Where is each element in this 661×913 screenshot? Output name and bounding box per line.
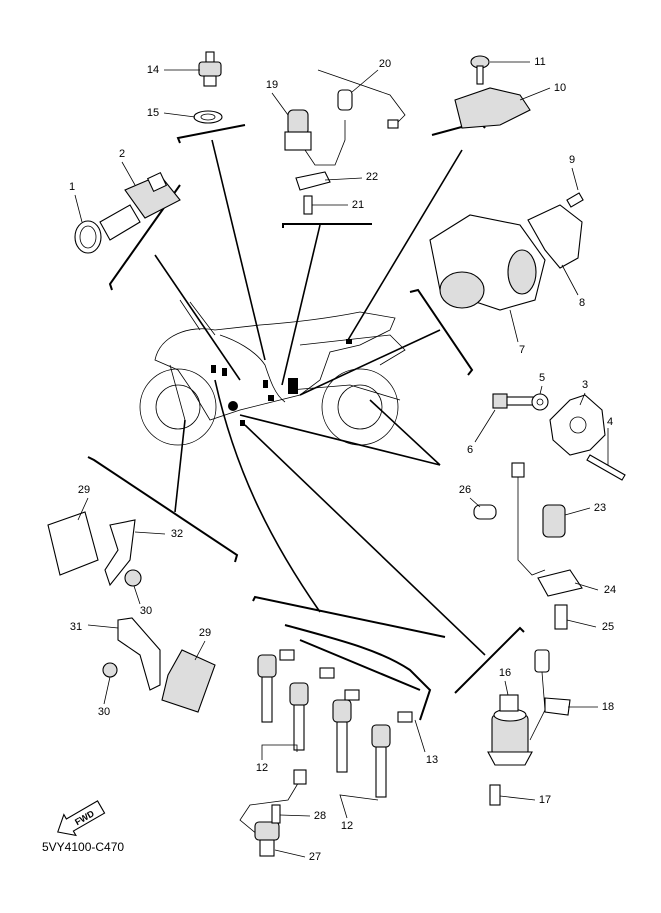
harness-13 [284,624,432,721]
group-frames [87,120,525,694]
bracket-31 [117,617,161,691]
callout-8: 8 [579,297,585,309]
ignition-coils-12 [257,649,413,798]
bolt-17 [489,784,501,806]
bolt-25 [554,604,568,630]
callout-13: 13 [426,754,438,766]
sensor-10 [454,87,531,129]
washer-5 [531,393,549,411]
callout-7: 7 [519,344,525,356]
sensor-27 [254,821,280,857]
callout-27: 27 [309,851,321,863]
callout-28: 28 [314,810,326,822]
washer-15 [193,110,223,124]
callout-9: 9 [569,154,575,166]
fwd-arrow-icon: FWD [57,800,106,837]
callout-6: 6 [467,444,473,456]
callout-19: 19 [266,79,278,91]
o-ring-1 [74,220,102,254]
sensor-14 [198,51,222,87]
clip-26 [473,504,497,520]
callout-10: 10 [554,82,566,94]
callout-4: 4 [607,416,613,428]
motorcycle-outline [139,299,406,446]
shaft-4 [586,454,626,481]
nut-30a [124,569,142,587]
bolt-11 [470,55,490,85]
callout-17: 17 [539,794,551,806]
callout-15: 15 [147,107,159,119]
callout-21: 21 [352,199,364,211]
bracket-32 [104,519,136,587]
reflector-29b [161,649,216,713]
bolt-28 [271,804,281,824]
callout-18: 18 [602,701,614,713]
callout-5: 5 [539,372,545,384]
callout-29b: 29 [199,627,211,639]
callout-26: 26 [459,484,471,496]
callout-1: 1 [69,181,75,193]
parts [47,51,626,857]
callout-32: 32 [171,528,183,540]
sensor-19 [284,89,353,166]
callout-14: 14 [147,64,159,76]
diagram-code: 5VY4100-C470 [42,840,124,854]
callout-3: 3 [582,379,588,391]
callout-30a: 30 [140,605,152,617]
callout-30b: 30 [98,706,110,718]
sensor-16 [487,694,533,766]
bolt-6 [492,393,538,409]
rotor-3 [549,394,606,456]
sensor-23 [511,462,566,576]
bolt-9 [566,192,584,208]
callout-25: 25 [602,621,614,633]
clamp-22 [295,171,331,191]
clamp-18 [544,697,571,716]
callout-leaders [74,61,609,858]
callout-11: 11 [534,56,545,68]
callout-22: 22 [366,171,378,183]
callout-16: 16 [499,667,511,679]
location-lines [154,139,486,656]
callout-24: 24 [604,584,616,596]
callout-labels: 14 15 19 20 11 10 2 1 22 21 9 8 7 5 3 4 … [69,56,616,863]
bolt-21 [303,195,313,215]
callout-2: 2 [119,148,125,160]
sensor-2 [99,171,181,241]
callout-12a: 12 [256,762,268,774]
bracket-8 [527,204,583,269]
callout-12b: 12 [341,820,353,832]
bracket-24 [537,569,583,597]
callout-31: 31 [70,621,82,633]
callout-29a: 29 [78,484,90,496]
wire-20 [317,69,406,126]
nut-30b [102,662,118,678]
reflector-29a [47,511,99,576]
callout-23: 23 [594,502,606,514]
callout-20: 20 [379,58,391,70]
